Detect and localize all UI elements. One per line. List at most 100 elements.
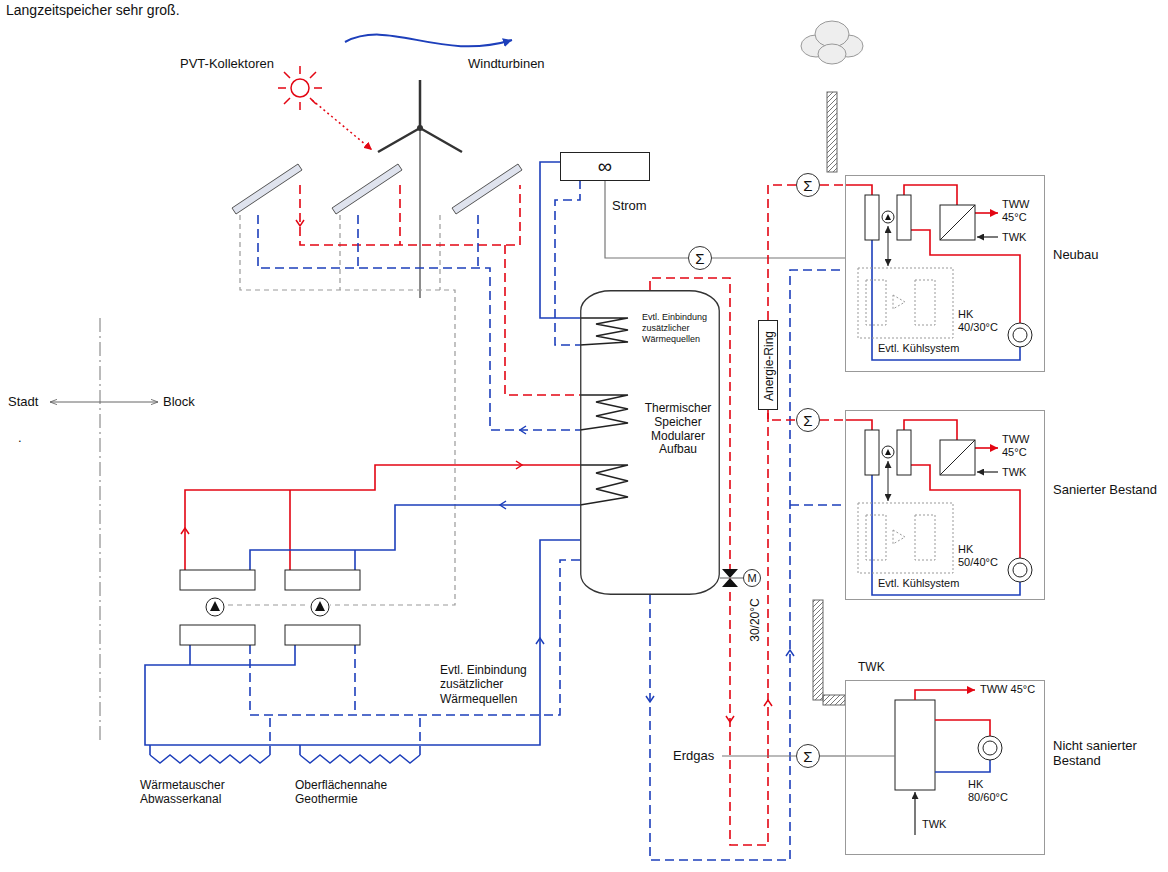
building-box: Nicht sanierter Bestand bbox=[845, 680, 1045, 855]
cooling-system-outline bbox=[858, 268, 953, 338]
heating-circuit bbox=[983, 741, 997, 755]
dry-cooler-box: ∞ bbox=[560, 152, 650, 181]
pvt-collector bbox=[232, 164, 302, 214]
note-text: Langzeitspeicher sehr groß. bbox=[6, 2, 180, 19]
water-heater bbox=[940, 205, 975, 240]
cold-water-label: TWK bbox=[922, 818, 946, 831]
boundary-line bbox=[100, 318, 101, 740]
building-installation bbox=[845, 420, 1032, 595]
building-installation bbox=[845, 185, 1032, 360]
tank-outline bbox=[580, 290, 720, 595]
symbol-text: Σ bbox=[803, 178, 812, 193]
hot-water-arrow bbox=[975, 212, 998, 214]
supply-pipe bbox=[185, 465, 580, 570]
turbine-blades bbox=[378, 80, 462, 152]
compressor-triangle bbox=[885, 214, 891, 220]
turbine-hub bbox=[417, 125, 423, 131]
cold-water-label: TWK bbox=[858, 660, 885, 674]
smoke-cloud bbox=[818, 44, 846, 64]
component-label: Wärmetauscher Abwasserkanal bbox=[140, 778, 270, 807]
note-text: Evtl. Einbindung zusätzlicher Wärmequell… bbox=[440, 663, 550, 706]
return-pipe bbox=[145, 505, 580, 755]
pipe-connector bbox=[820, 755, 845, 756]
flow-arrows bbox=[181, 220, 772, 722]
building-box: Neubau bbox=[845, 175, 1045, 372]
supply-label: Erdgas bbox=[672, 748, 715, 764]
pipe-connector bbox=[768, 410, 796, 420]
supply-pipe-dashed bbox=[300, 185, 768, 845]
meter-circle: Σ bbox=[796, 173, 820, 197]
meter-circle: Σ bbox=[796, 408, 820, 432]
flue bbox=[813, 600, 823, 700]
condenser-box bbox=[285, 570, 360, 590]
gas-line bbox=[845, 755, 895, 756]
building-title: Sanierter Bestand bbox=[1053, 483, 1168, 498]
flue bbox=[823, 695, 845, 705]
cooling-system-label: Evtl. Kühlsystem bbox=[878, 577, 959, 590]
area-label: Block bbox=[163, 394, 195, 410]
boundary-arrow bbox=[50, 402, 158, 403]
note-text: Evtl. Einbindung zusätzlicher Wärmequell… bbox=[642, 312, 716, 344]
cooling-valve bbox=[893, 295, 905, 309]
hot-water-label: TWW 45°C bbox=[980, 683, 1035, 696]
building-title: Neubau bbox=[1053, 248, 1168, 263]
control-line bbox=[228, 215, 455, 605]
pipe-connector bbox=[540, 162, 580, 318]
heating-circuit-label: HK 50/40°C bbox=[958, 543, 1006, 569]
gas-boiler bbox=[895, 700, 935, 790]
heating-circuit bbox=[1008, 323, 1032, 347]
meter-circle: Σ bbox=[796, 744, 820, 768]
cooling-unit bbox=[866, 280, 886, 325]
cold-water-arrow bbox=[977, 236, 998, 237]
symbol-text: Σ bbox=[803, 413, 812, 428]
return-pipe-dashed bbox=[250, 180, 845, 860]
pipe-connector bbox=[820, 419, 845, 421]
cold-water-arrow bbox=[914, 792, 915, 835]
cold-water-label: TWK bbox=[1002, 466, 1026, 479]
node-text: Anergie-Ring bbox=[762, 321, 776, 411]
water-heater-diagonal bbox=[940, 205, 975, 240]
anergy-ring-box: Anergie-Ring bbox=[758, 320, 778, 410]
return-pipe bbox=[872, 240, 1020, 360]
evaporator-box bbox=[285, 625, 360, 645]
supply-pipe bbox=[935, 720, 990, 736]
symbol-text: Σ bbox=[803, 749, 812, 764]
symbol-text: Σ bbox=[695, 251, 704, 266]
evaporator-box bbox=[865, 195, 879, 240]
pipe-connector bbox=[768, 185, 796, 320]
evaporator-box bbox=[180, 625, 255, 645]
heating-circuit-label: HK 80/60°C bbox=[968, 778, 1016, 804]
flow-arrows bbox=[500, 426, 794, 702]
area-label: Stadt bbox=[8, 394, 38, 410]
condenser-box bbox=[897, 195, 911, 240]
chimney bbox=[827, 92, 837, 172]
wind-arrow bbox=[345, 35, 512, 47]
cooling-unit bbox=[915, 280, 935, 325]
heating-circuit bbox=[978, 736, 1002, 760]
node-text: Thermischer Speicher Modularer Aufbau bbox=[640, 402, 716, 457]
cooling-system-label: Evtl. Kühlsystem bbox=[878, 342, 959, 355]
temperature-label: 30/20°C bbox=[748, 580, 762, 660]
ground-exchanger bbox=[150, 755, 420, 763]
connector-label: Strom bbox=[612, 198, 647, 214]
node-text: ∞ bbox=[598, 155, 612, 178]
turbine-tower bbox=[419, 128, 421, 298]
building-title: Nicht sanierter Bestand bbox=[1053, 739, 1163, 769]
valve-motor: M bbox=[743, 569, 761, 587]
sun-symbol bbox=[291, 79, 309, 97]
hot-water-label: TWW 45°C bbox=[1002, 198, 1042, 224]
pipe-connector bbox=[605, 181, 688, 258]
hot-water-arrow bbox=[915, 690, 975, 700]
heating-circuit bbox=[1013, 328, 1027, 342]
compressor-symbol bbox=[882, 211, 894, 223]
pipe-connector bbox=[720, 577, 743, 578]
component-label: Oberflächennahe Geothermie bbox=[295, 778, 425, 807]
heating-circuit-label: HK 40/30°C bbox=[958, 308, 1006, 334]
component-label: PVT-Kollektoren bbox=[180, 56, 274, 72]
pvt-collector bbox=[332, 164, 402, 214]
condenser-box bbox=[180, 570, 255, 590]
switch-arrow bbox=[888, 226, 889, 266]
